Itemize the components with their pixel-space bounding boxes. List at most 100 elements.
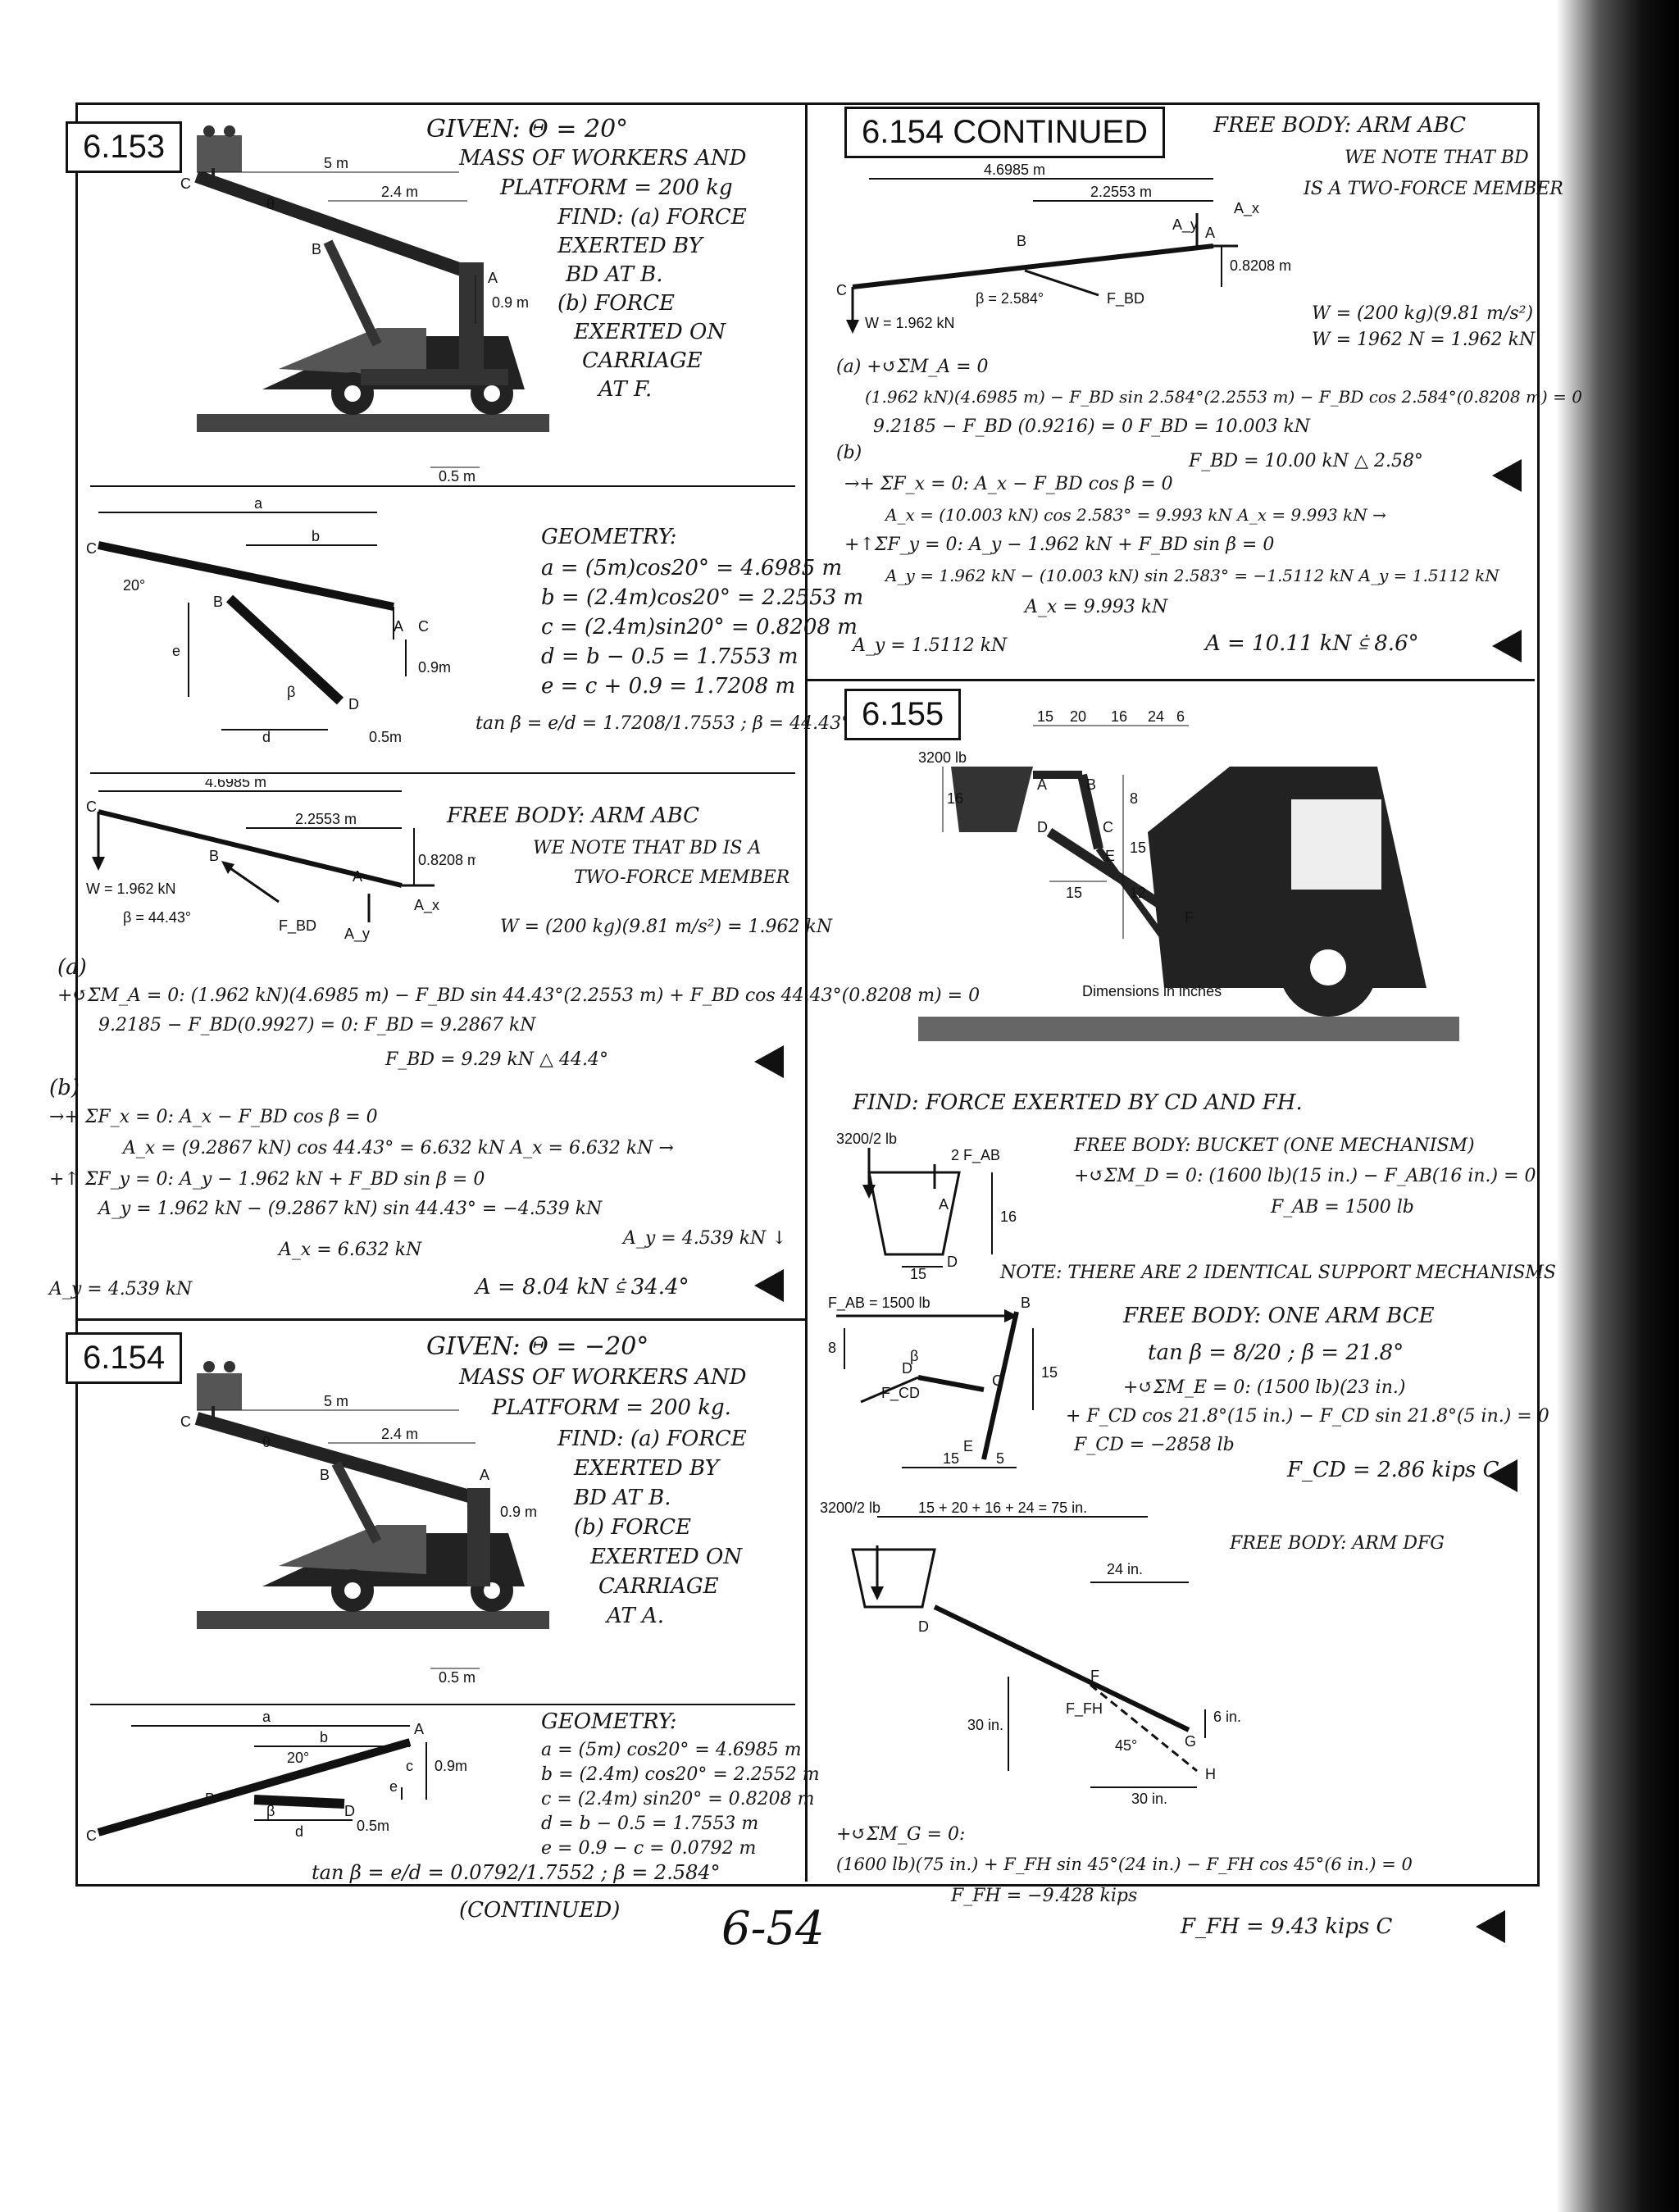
fbd154c-pt-a: A [1205,225,1215,241]
geo153-d: d [262,729,271,745]
answer-155b-marker [1476,1910,1505,1943]
point-c-label-154: C [180,1413,191,1430]
given-154-line7: (b) FORCE [574,1515,691,1540]
given-154-line2: MASS OF WORKERS AND [459,1365,747,1390]
part-b-153-vec-ax: A_x = 6.632 kN [279,1240,422,1260]
geo153-h: 0.9m [418,659,451,676]
fbd153-half: 2.2553 m [295,811,357,827]
dfg-pt-f: F [1090,1668,1099,1684]
fbd153-beta: β = 44.43° [123,909,191,926]
given-154-line3: PLATFORM = 200 kg. [492,1395,731,1420]
given-153-line7: (b) FORCE [557,291,675,316]
fbd153-pt-c: C [86,799,97,815]
dfg-24: 24 in. [1107,1561,1143,1577]
dim-20-top: 20 [1070,708,1086,725]
given-154-line5: EXERTED BY [574,1456,719,1481]
geometry-154-line1: a = (5m) cos20° = 4.6985 m [541,1740,802,1760]
dfg-load: 3200/2 lb [820,1500,880,1516]
fbd154c-pt-b: B [1017,233,1026,249]
bce-beta: β [910,1348,918,1364]
arm-bce-tan: tan β = 8/20 ; β = 21.8° [1148,1340,1404,1365]
fbd153-w: W = 1.962 kN [86,881,176,897]
dfg-30h: 30 in. [1131,1791,1167,1807]
given-153-line1: GIVEN: Θ = 20° [426,115,629,143]
dim-16-left: 16 [947,790,963,807]
bucket-load: 3200/2 lb [836,1131,897,1147]
bucket-moment-eq: +↺ΣM_D = 0: (1600 lb)(15 in.) − F_AB(16 … [1074,1166,1536,1186]
part-a-154c-eq1: (1.962 kN)(4.6985 m) − F_BD sin 2.584°(2… [865,387,1582,407]
loader-figure-155: 3200 lb 15 20 16 24 6 16 8 15 12 15 A B … [918,693,1459,1054]
load-label: 3200 lb [918,749,967,766]
bucket-16: 16 [1000,1208,1017,1225]
geo153-pt-c: C [86,540,97,557]
problem-label-154-continued: 6.154 CONTINUED [844,107,1165,158]
fbd-153-title: FREE BODY: ARM ABC [447,803,700,828]
geo153-c: C [418,618,429,635]
aerial-lift-figure-153: 5 m 2.4 m 0.9 m 0.5 m C B A θ [164,123,557,485]
fbd-figure-153: C B A 4.6985 m 2.2553 m 0.8208 m W = 1.9… [82,774,480,951]
fbd-154c-note2: IS A TWO-FORCE MEMBER [1304,179,1563,199]
geometry-153-title: GEOMETRY: [541,525,677,549]
arm-bce-fbd-figure: F_AB = 1500 lb F_CD 8 15 15 5 β B C D E [820,1295,1066,1476]
arm-dfg-title: FREE BODY: ARM DFG [1230,1533,1445,1554]
note-155: NOTE: THERE ARE 2 IDENTICAL SUPPORT MECH… [1000,1263,1556,1283]
fbd154c-pt-c: C [836,282,847,298]
answer-154a-marker [1492,459,1522,492]
geometry-figure-153: C B A D a b C 0.9m e d 20° β 0.5m [82,495,541,758]
dim-8-right: 8 [1130,790,1138,807]
arm-bce-moment2: + F_CD cos 21.8°(15 in.) − F_CD sin 21.8… [1066,1406,1549,1427]
given-154-line8: EXERTED ON [590,1545,743,1569]
column-divider [805,102,808,1882]
part-b-153-eq1: →+ ΣF_x = 0: A_x − F_BD cos β = 0 [49,1107,378,1127]
dim-15-right: 15 [1130,840,1146,856]
fbd-154c-note1: WE NOTE THAT BD [1345,148,1529,168]
geometry-154-line4: d = b − 0.5 = 1.7553 m [541,1814,759,1834]
bucket-fab: 2 F_AB [951,1147,1000,1164]
fbd154c-ay: A_y [1172,216,1198,234]
arm-length-label-154: 2.4 m [381,1426,418,1442]
height-label-154: 0.9 m [500,1504,537,1520]
fbd153-fbd: F_BD [279,917,316,935]
geo154-b: b [320,1729,328,1745]
pt-d-155: D [1037,819,1048,835]
bce-15v: 15 [1041,1364,1058,1381]
dfg-ffh: F_FH [1066,1700,1103,1718]
fbd153-len: 4.6985 m [205,779,266,790]
part-a-153-eq2: 9.2185 − F_BD(0.9927) = 0: F_BD = 9.2867… [98,1015,536,1035]
pt-a-155: A [1037,776,1047,793]
dim-6-top: 6 [1176,708,1185,725]
geo154-h: 0.9m [435,1758,467,1774]
fbd154c-fbd: F_BD [1107,290,1144,307]
dimensions-caption: Dimensions in inches [1082,983,1222,999]
answer-153b-marker [754,1269,784,1302]
bucket-pt-a: A [939,1196,949,1213]
answer-154b-marker [1492,630,1522,662]
fbd-154c-weight1: W = (200 kg)(9.81 m/s²) [1312,303,1534,324]
bucket-fbd-figure: 3200/2 lb 2 F_AB 16 15 A D [836,1131,1049,1282]
rule-154-geom [90,1704,795,1705]
geometry-figure-154: C B A D a b c 0.9m e d 20° β 0.5m [82,1709,541,1873]
height-label: 0.9 m [492,294,529,311]
solution-page [75,102,1540,1887]
continued-note: (CONTINUED) [459,1898,621,1923]
bce-fcd: F_CD [881,1385,920,1402]
fbd-153-note2: TWO-FORCE MEMBER [574,867,790,888]
part-a-154c-eq0: (a) +↺ΣM_A = 0 [836,357,989,377]
geometry-154-tan: tan β = e/d = 0.0792/1.7552 ; β = 2.584° [312,1861,721,1884]
given-154-line1: GIVEN: Θ = −20° [426,1332,649,1361]
fbd153-c: 0.8208 m [418,852,475,868]
part-b-154c-eq4: A_y = 1.962 kN − (10.003 kN) sin 2.583° … [885,566,1499,585]
rule-153-geom [90,485,795,487]
dfg-30v: 30 in. [967,1717,1003,1733]
geo154-pt-b: B [205,1791,215,1807]
theta-label-154: θ [262,1434,271,1450]
scan-shadow-edge [1556,0,1679,2212]
dim-24-top: 24 [1148,708,1164,725]
geo154-pt-a: A [414,1721,424,1737]
answer-155-fcd: F_CD = 2.86 kips C [1287,1458,1499,1482]
answer-153-fbd: F_BD = 9.29 kN △ 44.4° [385,1049,608,1070]
theta-label: θ [266,196,275,212]
arm-dfg-fbd-figure: 3200/2 lb 15 + 20 + 16 + 24 = 75 in. 24 … [820,1500,1312,1812]
geometry-153-line2: b = (2.4m)cos20° = 2.2553 m [541,585,864,610]
part-a-154c-eq2: 9.2185 − F_BD (0.9216) = 0 F_BD = 10.003… [873,416,1311,437]
